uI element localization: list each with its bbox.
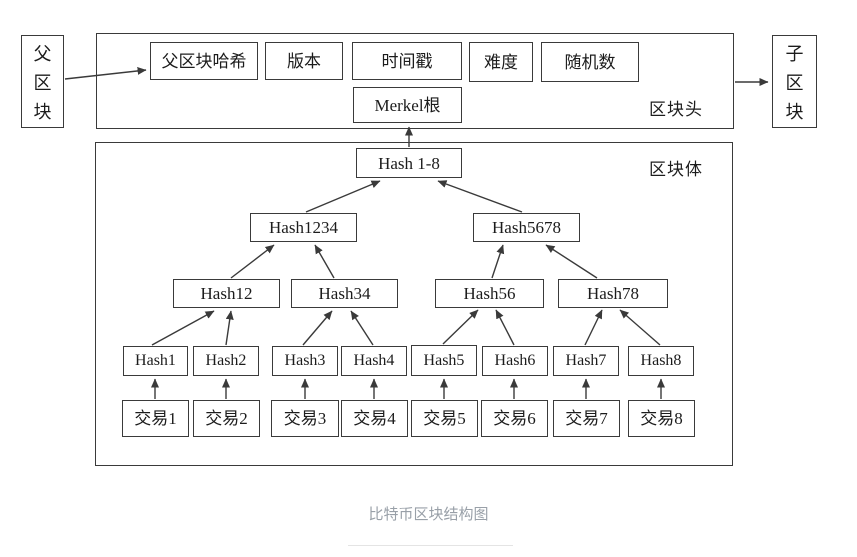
node-hash5: Hash5 bbox=[411, 345, 477, 376]
node-hash78: Hash78 bbox=[558, 279, 668, 308]
field-timestamp: 时间戳 bbox=[352, 42, 462, 80]
figure-caption: 比特币区块结构图 bbox=[368, 506, 489, 523]
child-block-node: 子区块 bbox=[772, 35, 817, 128]
node-hash1: Hash1 bbox=[123, 346, 188, 376]
parent-block-node: 父区块 bbox=[21, 35, 64, 128]
node-hash5678: Hash5678 bbox=[473, 213, 580, 242]
field-prev-hash: 父区块哈希 bbox=[150, 42, 258, 80]
node-hash7: Hash7 bbox=[553, 346, 619, 376]
node-hash8: Hash8 bbox=[628, 346, 694, 376]
node-hash6: Hash6 bbox=[482, 346, 548, 376]
parent-block-label: 父区块 bbox=[33, 44, 52, 123]
node-hash-1-8: Hash 1-8 bbox=[356, 148, 462, 178]
field-merkle-root: Merkel根 bbox=[353, 87, 462, 123]
node-hash2: Hash2 bbox=[193, 346, 259, 376]
node-hash56: Hash56 bbox=[435, 279, 544, 308]
block-header-title: 区块头 bbox=[649, 99, 703, 119]
block-body-title: 区块体 bbox=[649, 159, 703, 179]
node-tx3: 交易3 bbox=[271, 400, 339, 437]
field-difficulty: 难度 bbox=[469, 42, 533, 82]
node-hash4: Hash4 bbox=[341, 346, 407, 376]
node-hash12: Hash12 bbox=[173, 279, 280, 308]
node-tx4: 交易4 bbox=[341, 400, 408, 437]
field-version: 版本 bbox=[265, 42, 343, 80]
block-body-container bbox=[95, 142, 733, 466]
node-tx6: 交易6 bbox=[481, 400, 548, 437]
node-tx2: 交易2 bbox=[193, 400, 260, 437]
caption-divider bbox=[348, 545, 513, 546]
field-nonce: 随机数 bbox=[541, 42, 639, 82]
node-tx7: 交易7 bbox=[553, 400, 620, 437]
node-tx8: 交易8 bbox=[628, 400, 695, 437]
child-block-label: 子区块 bbox=[785, 44, 804, 123]
block-header-container bbox=[96, 33, 734, 129]
node-tx5: 交易5 bbox=[411, 400, 478, 437]
node-hash3: Hash3 bbox=[272, 346, 338, 376]
node-tx1: 交易1 bbox=[122, 400, 189, 437]
node-hash34: Hash34 bbox=[291, 279, 398, 308]
node-hash1234: Hash1234 bbox=[250, 213, 357, 242]
